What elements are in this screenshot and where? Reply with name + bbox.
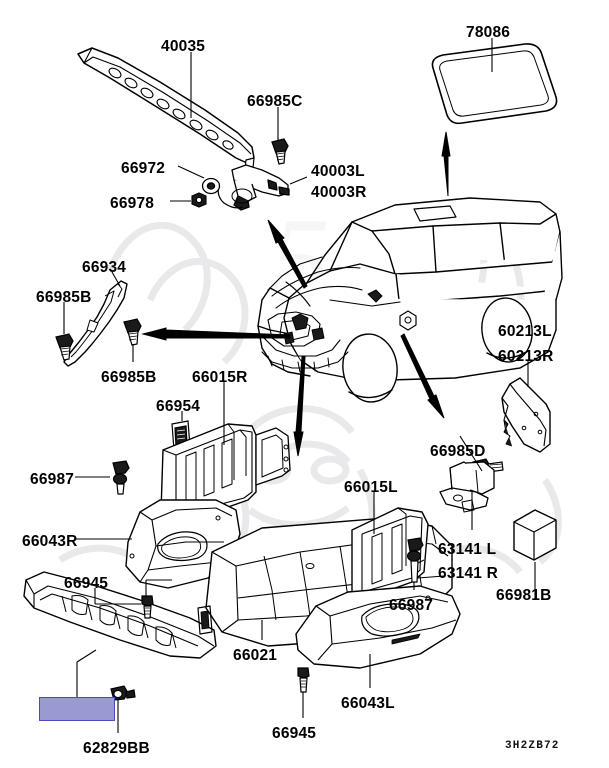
part-66945-clip-pin-bottom [297,667,310,693]
label-66043L[interactable]: 66043L [341,695,395,712]
vehicle-illustration [257,197,563,403]
label-66985C[interactable]: 66985C [247,93,303,110]
label-66945-left[interactable]: 66945 [64,575,109,592]
label-66954[interactable]: 66954 [156,398,201,415]
part-60213-side-bracket [501,377,551,453]
label-62829BB[interactable]: 62829BB [83,740,150,757]
part-66043L-under-cover [295,585,461,669]
part-40003-hood-latch [217,164,290,211]
part-66972-washer [201,177,221,195]
assembly-arrows [141,131,451,457]
part-66934-bracket [63,280,128,367]
part-62829BB-screw [110,685,136,701]
part-66978-nut [191,192,207,208]
label-66043R[interactable]: 66043R [22,533,78,550]
label-40035[interactable]: 40035 [161,38,206,55]
label-66987-right[interactable]: 66987 [389,597,434,614]
label-60213R[interactable]: 60213R [498,348,554,365]
label-66972[interactable]: 66972 [121,160,166,177]
label-66015L[interactable]: 66015L [344,479,398,496]
label-66978[interactable]: 66978 [110,195,155,212]
label-63141L[interactable]: 63141 L [438,541,497,558]
label-66985B-upper[interactable]: 66985B [36,289,92,306]
label-40003R[interactable]: 40003R [311,184,367,201]
part-63141-stay [439,461,495,513]
label-40003L[interactable]: 40003L [311,163,365,180]
part-66985C-screw [271,138,289,165]
label-66934[interactable]: 66934 [82,259,127,276]
part-66987-clip-right [406,537,424,583]
label-66021[interactable]: 66021 [233,647,278,664]
label-66981B[interactable]: 66981B [496,587,552,604]
label-66985D[interactable]: 66985D [430,443,486,460]
part-66945-clip-pin-left [141,595,154,619]
label-66987-left[interactable]: 66987 [30,471,75,488]
part-66015R-flange [255,427,291,486]
part-40035-beam-holes [108,67,234,150]
label-63141R[interactable]: 63141 R [438,565,499,582]
label-66985B-lower[interactable]: 66985B [101,369,157,386]
highlight-box-62829BB[interactable] [39,697,115,721]
part-78086-sunroof-lid [431,43,558,125]
part-66987-clip-left [112,460,130,495]
drawing-code: 3H2ZB72 [505,740,560,752]
part-66985B-screw-left [55,333,74,361]
label-66015R[interactable]: 66015R [192,369,248,386]
label-78086[interactable]: 78086 [466,24,511,41]
label-66945-bottom[interactable]: 66945 [272,725,317,742]
label-60213L[interactable]: 60213L [498,323,552,340]
part-62829BB-deflector [23,571,217,659]
part-66985B-screw-right [123,318,142,346]
part-66981B-grommet-cube [513,509,557,561]
leader-lines [63,38,536,733]
